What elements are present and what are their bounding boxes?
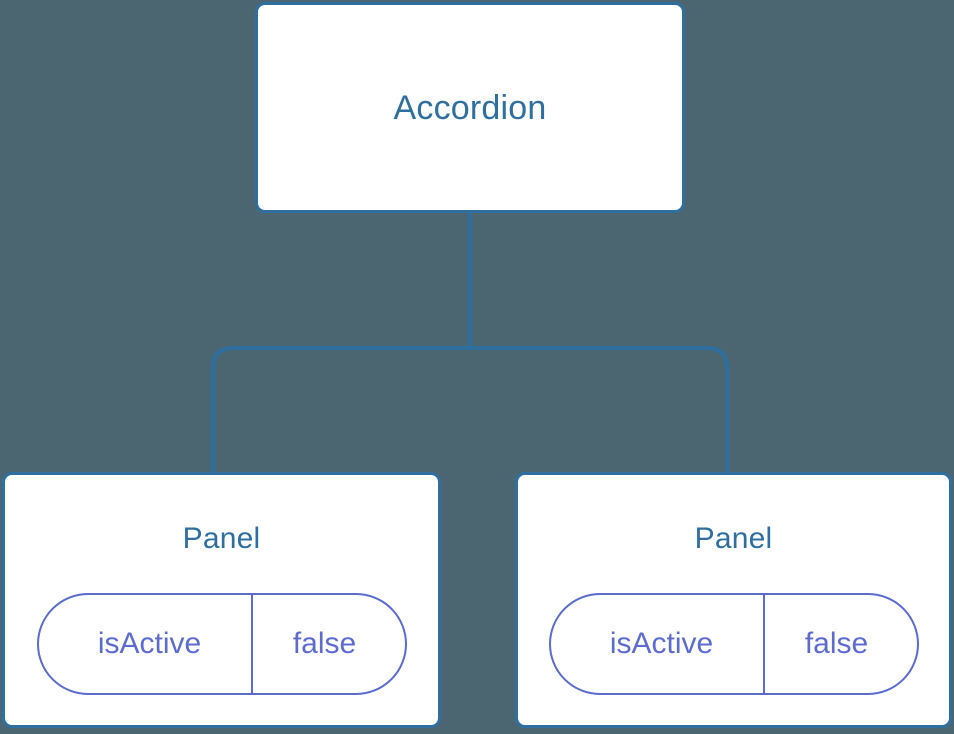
node-accordion[interactable]: Accordion: [255, 2, 685, 213]
prop-pill-isactive-left[interactable]: isActive false: [36, 593, 407, 695]
node-panel-right[interactable]: Panel isActive false: [515, 472, 952, 728]
prop-key: isActive: [551, 595, 765, 693]
prop-value: false: [804, 627, 869, 660]
node-accordion-label: Accordion: [393, 88, 547, 127]
prop-pill-isactive-right[interactable]: isActive false: [548, 593, 919, 695]
node-panel-right-label: Panel: [694, 522, 773, 555]
connector-branch-left: [211, 346, 470, 474]
prop-key: isActive: [39, 595, 253, 693]
connector-branch-right: [470, 346, 729, 474]
node-panel-left[interactable]: Panel isActive false: [2, 472, 441, 728]
node-panel-left-label: Panel: [182, 522, 261, 555]
prop-value: false: [292, 627, 357, 660]
